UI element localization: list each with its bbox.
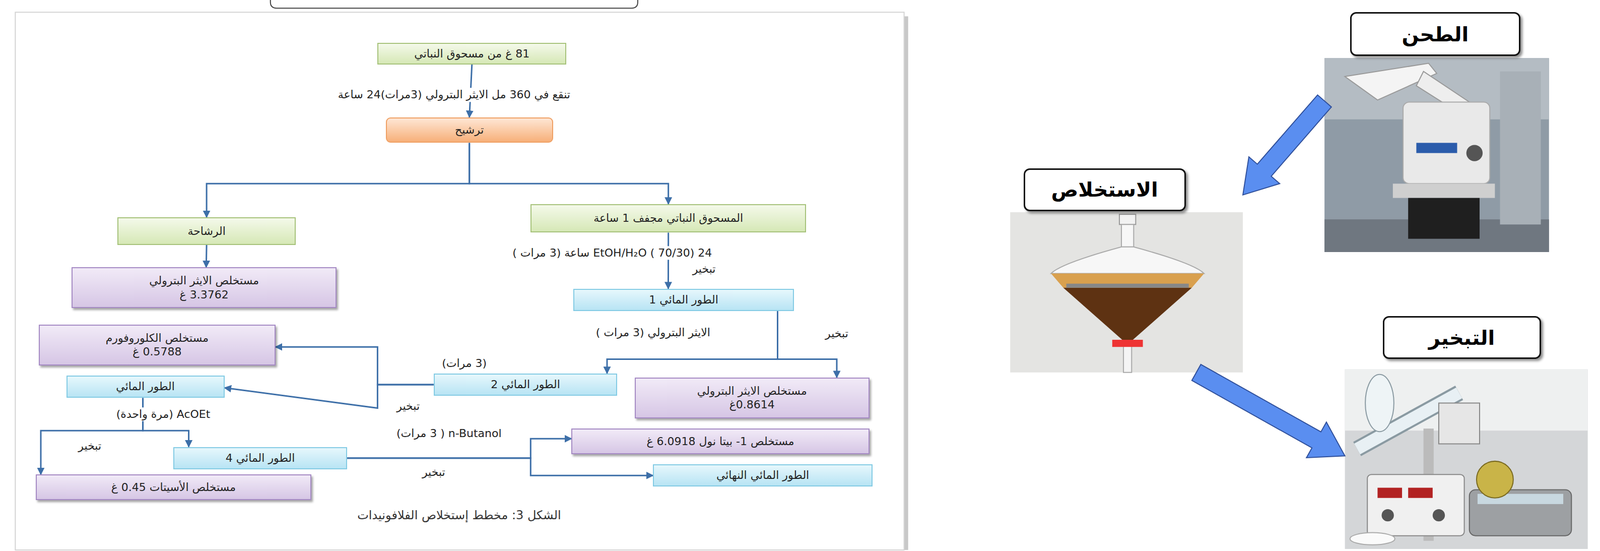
box-text: الطور المائي 1 <box>648 292 719 307</box>
edge-label: تبخير <box>420 464 448 480</box>
process-box: مستخلص الكلوروفورم 0.5788 غ <box>38 324 276 366</box>
edge-label: n-Butanol ( 3 مرات) <box>394 426 504 441</box>
step-group: الطحن <box>1324 12 1550 252</box>
process-box: مستخلص الايثر البترولي 3.3762 غ <box>71 267 338 308</box>
flow-connector <box>667 232 670 289</box>
box-text: ترشيح <box>454 122 485 138</box>
box-text: مستخلص الكلوروفورم 0.5788 غ <box>94 330 220 359</box>
process-box: الطور المائي النهائي <box>652 463 873 487</box>
mill-base <box>1392 183 1496 198</box>
funnel-upper-layer <box>1050 273 1205 288</box>
photo-cabinet <box>1500 71 1542 225</box>
flow-connector <box>469 142 669 204</box>
process-box: مستخلص 1- بيتا نول 6.0918 غ <box>571 428 870 454</box>
step-title: الطحن <box>1402 22 1470 47</box>
mill-badge <box>1416 142 1457 153</box>
diagram-panel <box>15 12 904 550</box>
box-text: الطور المائي 2 <box>490 377 561 392</box>
edge-label: تبخير <box>76 438 104 453</box>
funnel-lower-layer <box>1063 287 1192 342</box>
flow-connector <box>607 310 778 374</box>
panel-shadow <box>904 16 909 550</box>
funnel-stopper <box>1119 214 1136 225</box>
block-arrow <box>1242 94 1332 195</box>
photo-ground <box>1010 212 1243 373</box>
step-label-frame: التبخير <box>1382 315 1542 359</box>
control-panel <box>1367 474 1464 536</box>
box-text: الرشاحة <box>187 224 226 239</box>
process-box: 81 غ من مسحوق النباتي <box>377 42 567 65</box>
funnel-neck <box>1121 224 1134 247</box>
flow-connector <box>777 310 838 378</box>
edge-label: تنقع في 360 مل الايثر البترولي (3مرات)24… <box>336 87 573 102</box>
process-box: الطور المائي 2 <box>433 373 618 396</box>
box-text: 81 غ من مسحوق النباتي <box>414 46 530 61</box>
figure-caption: الشكل 3: مخطط إستخلاص الفلافونيدات <box>355 507 563 523</box>
evaporating-flask <box>1476 460 1514 498</box>
photo-ground <box>1324 57 1550 252</box>
box-text: الطور المائي <box>115 379 175 394</box>
process-box: ترشيح <box>385 117 554 144</box>
funnel-ring <box>1066 283 1189 288</box>
flow-connector <box>143 397 189 447</box>
control-knob <box>1381 508 1394 521</box>
process-box: مستخلص الايثر البترولي 0.8614غ <box>634 377 870 419</box>
edge-label: AcOEt (مرة واحدة) <box>114 407 213 422</box>
edge-label: تبخير <box>823 326 851 341</box>
display <box>1408 487 1433 498</box>
rotor-unit <box>1438 403 1480 444</box>
box-text: المسحوق النباتي مجفف 1 ساعة <box>593 211 744 226</box>
receiving-flask <box>1365 374 1394 432</box>
block-arrow <box>1191 364 1346 458</box>
note-label: (3 مرات) <box>439 356 489 371</box>
mill-knob <box>1466 144 1483 161</box>
display <box>1377 487 1403 498</box>
box-text: مستخلص الايثر البترولي 0.8614غ <box>688 383 816 412</box>
photo-ground <box>1345 369 1588 549</box>
mill-body <box>1403 101 1490 184</box>
box-text: مستخلص الايثر البترولي 3.3762 غ <box>139 273 270 302</box>
process-box: المسحوق النباتي مجفف 1 ساعة <box>530 204 807 233</box>
flow-connector <box>275 346 434 385</box>
note-label: تبخير <box>394 398 422 414</box>
box-text: الطور المائي النهائي <box>716 468 810 483</box>
funnel-stopcock <box>1112 339 1144 347</box>
process-box: الرشاحة <box>117 217 296 245</box>
process-box: مستخلص الأسيتات 0.45 غ <box>35 474 312 500</box>
step-label-frame: الاستخلاص <box>1023 168 1186 212</box>
title-frame <box>270 0 638 9</box>
note-label: تبخير <box>690 262 718 277</box>
process-box: الطور المائي 1 <box>573 288 794 312</box>
edge-label: EtOH/H₂O ( 70/30) 24 ساعة (3 مرات ) <box>510 245 714 260</box>
control-knob <box>1432 508 1445 521</box>
flow-connector <box>206 142 470 218</box>
step-group: الاستخلاص <box>1010 168 1243 373</box>
box-text: الطور المائي 4 <box>225 450 296 465</box>
process-box: الطور المائي <box>66 375 225 398</box>
funnel-glass <box>1050 246 1205 274</box>
mill-motor <box>1408 197 1480 239</box>
flow-connector <box>347 457 654 476</box>
step-group: التبخير <box>1345 315 1588 549</box>
process-box: الطور المائي 4 <box>173 446 347 470</box>
edge-label: الايثر البترولي (3 مرات ) <box>593 325 713 340</box>
step-title: الاستخلاص <box>1051 177 1159 202</box>
flow-connector <box>347 438 572 458</box>
water-bath <box>1469 489 1572 536</box>
step-label-frame: الطحن <box>1350 12 1521 56</box>
flow-connector <box>205 244 208 268</box>
step-title: التبخير <box>1428 325 1495 350</box>
bowl <box>1350 532 1395 545</box>
box-text: مستخلص الأسيتات 0.45 غ <box>111 480 236 495</box>
box-text: مستخلص 1- بيتا نول 6.0918 غ <box>646 434 794 449</box>
